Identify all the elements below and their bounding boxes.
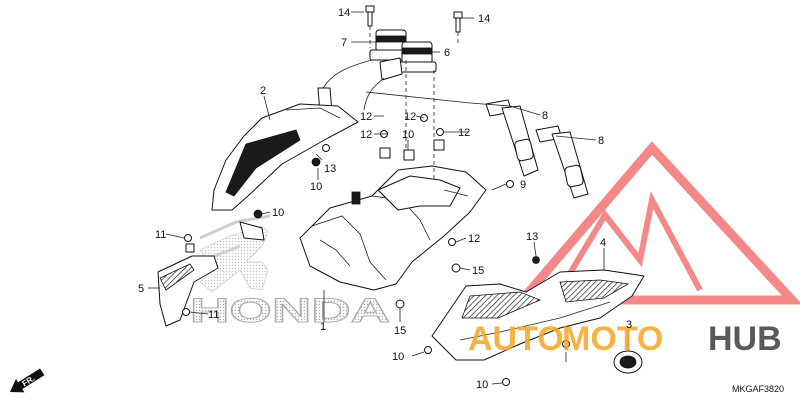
callout-labels: 14 14 7 6 2 8 8 12 12 12 12 12 10 13 10 … — [138, 7, 632, 391]
leader-lines — [148, 11, 629, 385]
watermark-brand-text: AUTO MOTO HUB — [468, 320, 782, 358]
callout-1: 1 — [320, 321, 326, 333]
callout-11-b: 11 — [208, 309, 219, 321]
spark-plug-cap-8-a — [485, 99, 539, 177]
callout-15-b: 15 — [394, 325, 406, 337]
callout-10-c: 10 — [272, 207, 284, 219]
brand-auto: AUTO — [468, 320, 564, 358]
honda-lettering-watermark: HONDA — [190, 292, 390, 330]
callout-10-d: 10 — [392, 351, 404, 363]
callout-14-right: 14 — [478, 13, 490, 25]
brand-moto: MOTO — [562, 320, 663, 358]
callout-13-a: 13 — [324, 163, 336, 175]
callout-12-e: 12 — [468, 233, 480, 245]
callout-8-a: 8 — [542, 110, 548, 122]
callout-2: 2 — [260, 85, 266, 97]
callout-11-a: 11 — [155, 229, 166, 241]
diagram-code: MKGAF3820 — [732, 384, 784, 394]
callout-10-b: 10 — [310, 181, 322, 193]
grommet-3-icon — [613, 350, 643, 374]
lower-cowl-4 — [431, 269, 645, 361]
brand-hub: HUB — [708, 320, 782, 358]
callout-10-e: 10 — [476, 379, 488, 391]
callout-15-a: 15 — [472, 265, 484, 277]
callout-10-a: 10 — [402, 129, 414, 141]
front-direction-arrow-icon: FR. — [10, 368, 45, 393]
fastener-icons — [182, 114, 570, 386]
callout-8-b: 8 — [598, 135, 604, 147]
watermark-logo-icon — [512, 141, 800, 305]
bracket-5 — [157, 243, 219, 327]
bolt-14-right-icon — [453, 11, 463, 33]
callout-12-a: 12 — [360, 111, 372, 123]
side-cover-2 — [211, 103, 359, 241]
callout-13-b: 13 — [526, 231, 538, 243]
callout-12-b: 12 — [404, 111, 416, 123]
callout-6: 6 — [444, 47, 450, 59]
spark-plug-cap-8-b — [535, 125, 589, 199]
callout-14-left: 14 — [338, 7, 350, 19]
undertray-1 — [299, 139, 487, 291]
callout-4: 4 — [600, 237, 606, 249]
callout-12-d: 12 — [458, 127, 470, 139]
ignition-coil-6 — [363, 41, 437, 111]
callout-12-c: 12 — [360, 129, 372, 141]
callout-5: 5 — [138, 283, 144, 295]
callout-9: 9 — [520, 179, 526, 191]
callout-7: 7 — [341, 37, 347, 49]
callout-3: 3 — [626, 319, 632, 331]
bolt-14-left-icon — [365, 5, 375, 27]
